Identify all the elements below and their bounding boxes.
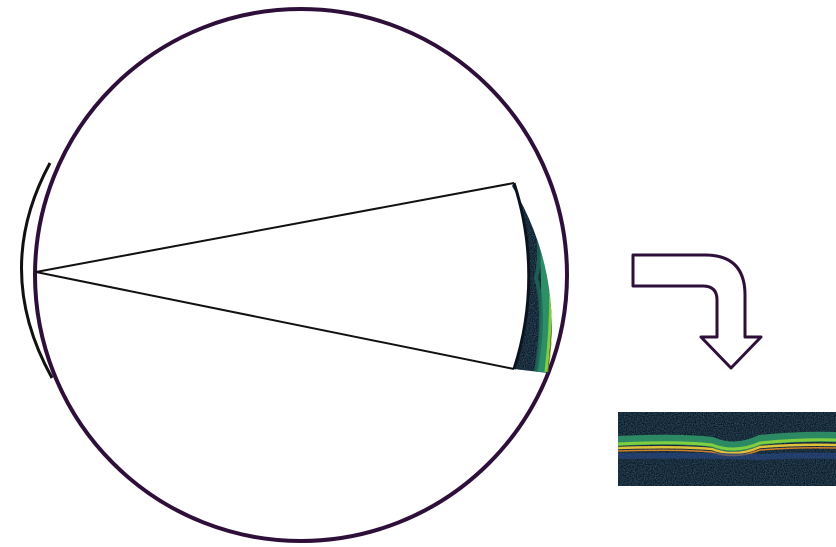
scan-rays: [36, 183, 514, 369]
eyeball-outline: [35, 9, 567, 541]
oct-bscan-image: [618, 412, 836, 486]
bent-arrow-icon: [633, 255, 761, 368]
